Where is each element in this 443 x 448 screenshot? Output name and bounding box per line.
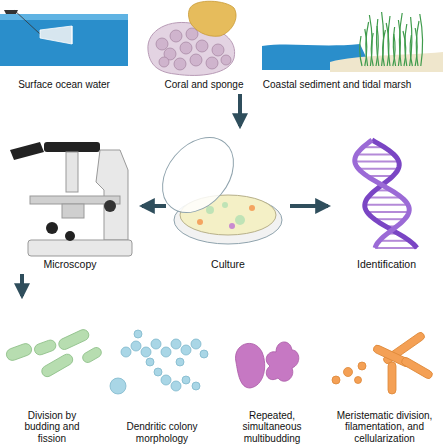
flow-arrow	[20, 274, 24, 296]
source-label: Surface ocean water	[0, 70, 128, 92]
ocean-scene	[0, 10, 128, 66]
source-label: Coral and sponge	[148, 70, 260, 92]
label-text: Culture	[208, 256, 248, 272]
dna-helix	[355, 140, 417, 248]
morphology-label: Meristematic division, filamentation, an…	[326, 298, 443, 446]
microscope	[10, 142, 132, 256]
label-text: Division by budding and fission	[13, 408, 91, 447]
multibudding-cells	[236, 342, 299, 388]
marsh-scene	[262, 12, 443, 72]
meristematic-cells	[332, 331, 434, 394]
flow-arrow	[142, 204, 166, 208]
label-text: Coral and sponge	[162, 77, 247, 93]
step-label: Microscopy	[0, 128, 140, 272]
morphology-label: Division by budding and fission	[0, 298, 104, 446]
label-text: Surface ocean water	[15, 77, 113, 93]
label-text: Microscopy	[40, 256, 99, 272]
petri-dish	[148, 124, 282, 244]
label-text: Identification	[354, 256, 419, 272]
label-text: Repeated, simultaneous multibudding	[229, 408, 315, 447]
morphology-label: Repeated, simultaneous multibudding	[222, 298, 322, 446]
label-text: Meristematic division, filamentation, an…	[323, 408, 443, 447]
morphology-label: Dendritic colony morphology	[108, 298, 216, 446]
label-text: Coastal sediment and tidal marsh	[260, 77, 414, 93]
budding-cells	[5, 328, 103, 379]
coral-sponge	[148, 1, 236, 75]
flow-arrow	[238, 94, 242, 126]
source-label: Coastal sediment and tidal marsh	[252, 70, 422, 92]
flow-arrow	[290, 204, 328, 208]
dendritic-colony	[110, 330, 208, 394]
step-label: Culture	[168, 128, 288, 272]
label-text: Dendritic colony morphology	[111, 419, 213, 446]
step-label: Identification	[330, 128, 443, 272]
